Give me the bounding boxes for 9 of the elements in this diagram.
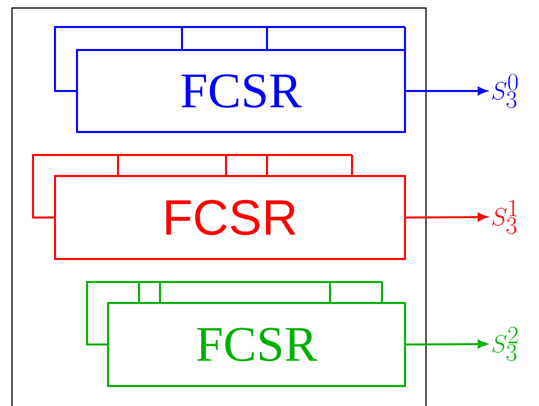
register-box: FCSR — [76, 49, 406, 133]
output-label: $S_3^0$ — [492, 74, 518, 108]
register-box: FCSR — [107, 302, 406, 387]
arrow — [406, 86, 487, 96]
arrow — [406, 212, 487, 222]
arrow — [406, 340, 487, 348]
register-box: FCSR — [54, 175, 406, 260]
output-label: $S_3^2$ — [492, 326, 518, 362]
output-label: $S_3^1$ — [492, 200, 517, 234]
